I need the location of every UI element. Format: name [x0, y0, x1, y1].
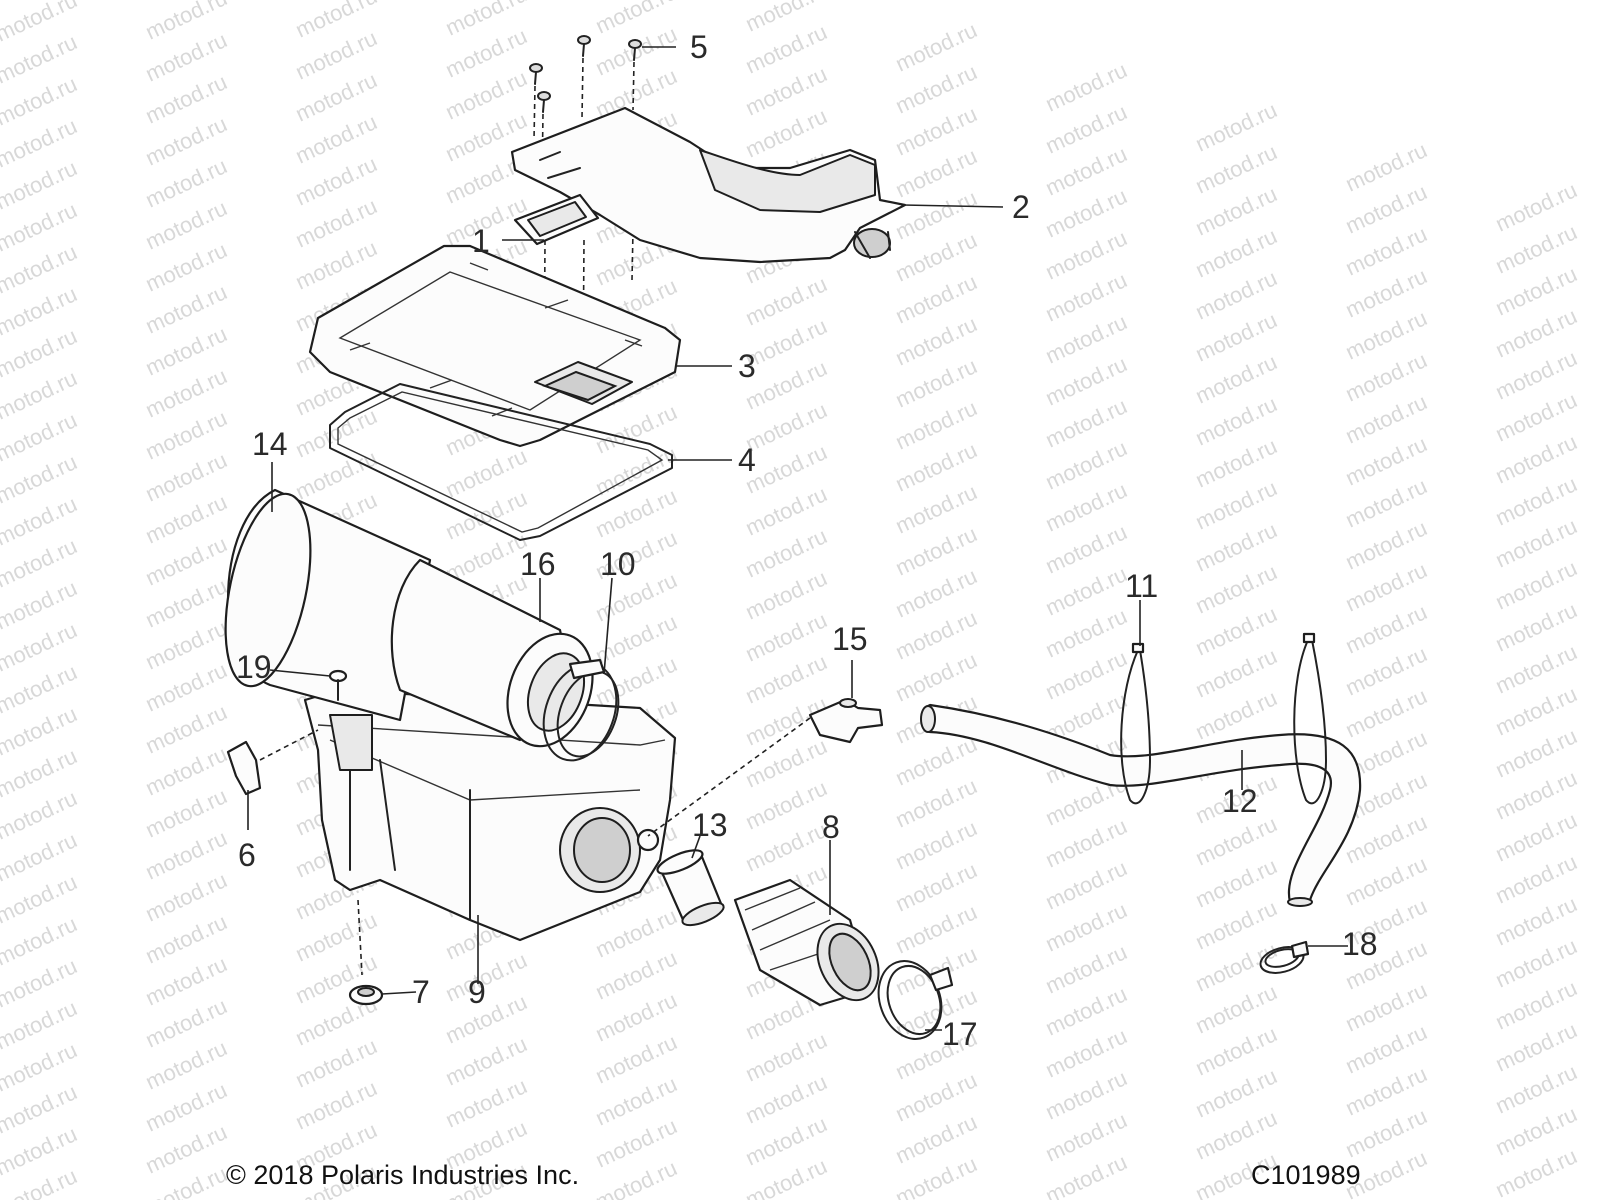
part-13-coupler — [656, 849, 725, 927]
part-1-gasket — [513, 193, 600, 246]
leader-lines — [247, 46, 1348, 1031]
drawing-code: C101989 — [1251, 1160, 1361, 1190]
label-6: 6 — [238, 837, 256, 873]
label-5: 5 — [690, 29, 708, 65]
label-19: 19 — [236, 649, 272, 685]
part-15-fitting — [647, 698, 884, 837]
part-8-intake-boot — [733, 878, 880, 1007]
label-10: 10 — [600, 546, 636, 582]
label-8: 8 — [822, 809, 840, 845]
label-4: 4 — [738, 442, 756, 478]
label-1: 1 — [472, 223, 490, 259]
label-2: 2 — [1012, 189, 1030, 225]
part-18-small-clamp — [1259, 940, 1310, 974]
part-9-airbox-base — [303, 688, 677, 942]
part-17-hose-clamp — [877, 960, 954, 1040]
copyright-notice: © 2018 Polaris Industries Inc. — [226, 1160, 580, 1190]
label-13: 13 — [692, 807, 728, 843]
part-12-hose — [920, 703, 1362, 907]
part-4-lid-seal — [329, 383, 673, 541]
part-11-straps — [1120, 632, 1327, 805]
label-15: 15 — [832, 621, 868, 657]
label-18: 18 — [1342, 926, 1378, 962]
label-11: 11 — [1125, 568, 1158, 604]
label-3: 3 — [738, 348, 756, 384]
part-6-clip — [226, 729, 319, 796]
part-14-outer-filter — [224, 488, 432, 722]
label-17: 17 — [942, 1016, 978, 1052]
label-14: 14 — [252, 426, 288, 462]
label-12: 12 — [1222, 783, 1258, 819]
part-16-inner-filter — [390, 558, 594, 748]
part-number-labels: 1 2 3 4 5 6 7 8 9 10 11 12 13 14 15 16 1… — [236, 29, 1378, 1052]
part-7-grommet — [348, 899, 384, 1006]
label-9: 9 — [468, 974, 486, 1010]
part-2-intake-duct — [510, 106, 907, 264]
part-10-clamp — [542, 658, 620, 762]
label-7: 7 — [412, 974, 430, 1010]
label-16: 16 — [520, 546, 556, 582]
part-3-airbox-lid — [308, 244, 682, 448]
